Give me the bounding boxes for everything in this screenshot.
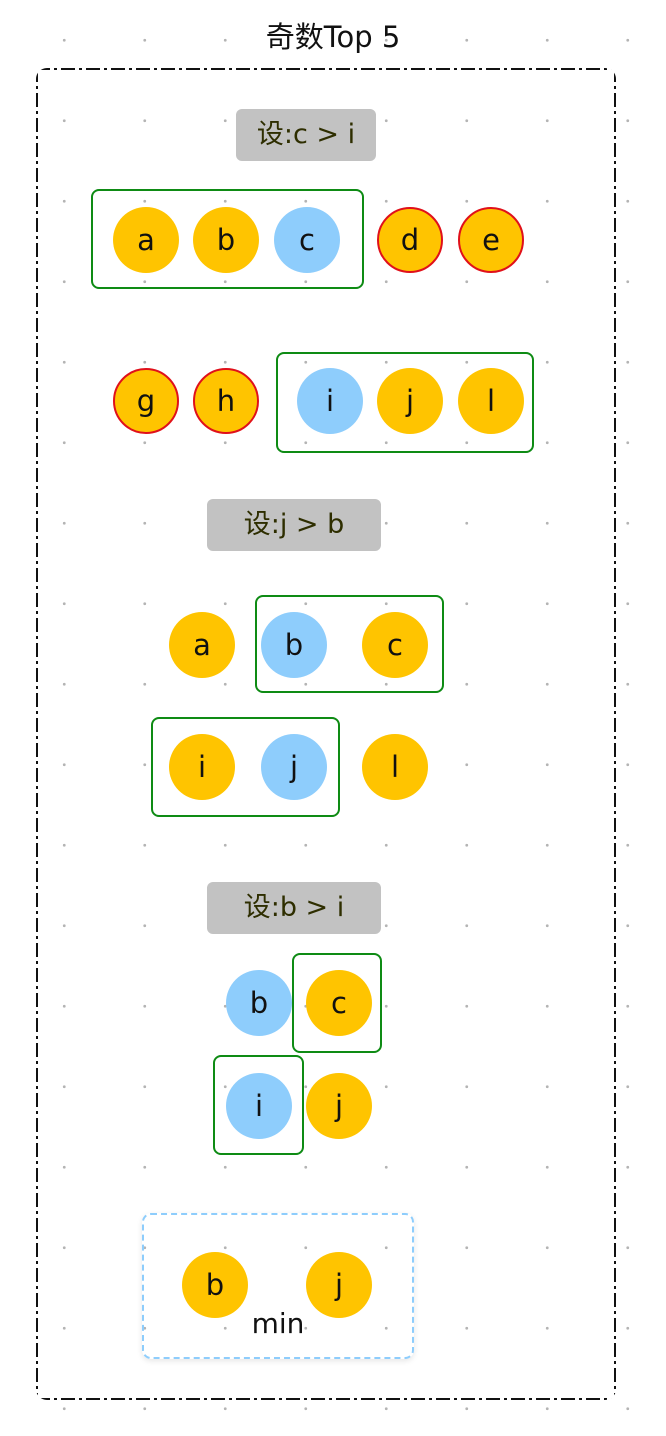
node-j: j	[306, 1252, 372, 1318]
group-mid-bc	[255, 595, 444, 693]
node-h: h	[193, 368, 259, 434]
node-i: i	[169, 734, 235, 800]
group-top-abc	[91, 189, 364, 289]
node-a: a	[169, 612, 235, 678]
group-low-c	[292, 953, 382, 1053]
node-l: l	[362, 734, 428, 800]
node-g: g	[113, 368, 179, 434]
step3-label: 设:b > i	[207, 882, 381, 934]
min-label: min	[251, 1307, 305, 1340]
node-j: j	[306, 1073, 372, 1139]
node-j: j	[377, 368, 443, 434]
group-low-i	[213, 1055, 304, 1155]
node-b: b	[193, 207, 259, 273]
node-b: b	[182, 1252, 248, 1318]
node-l: l	[458, 368, 524, 434]
node-j: j	[261, 734, 327, 800]
node-c: c	[362, 612, 428, 678]
node-a: a	[113, 207, 179, 273]
node-b: b	[226, 970, 292, 1036]
node-c: c	[306, 970, 372, 1036]
node-d: d	[377, 207, 443, 273]
node-c: c	[274, 207, 340, 273]
node-e: e	[458, 207, 524, 273]
group-top-ijl	[276, 352, 534, 453]
node-i: i	[297, 368, 363, 434]
node-b: b	[261, 612, 327, 678]
step2-label: 设:j > b	[207, 499, 381, 551]
node-i: i	[226, 1073, 292, 1139]
group-mid-ij	[151, 717, 340, 817]
step1-label: 设:c > i	[236, 109, 376, 161]
diagram-title: 奇数Top 5	[265, 20, 401, 54]
min-box	[142, 1213, 414, 1359]
